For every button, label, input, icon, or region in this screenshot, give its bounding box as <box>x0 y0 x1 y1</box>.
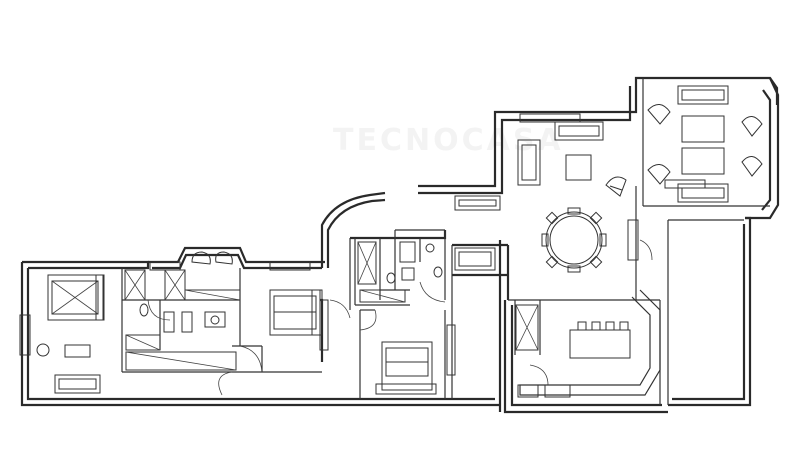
sofa <box>677 85 729 105</box>
living-room <box>454 121 627 273</box>
doors <box>147 239 653 396</box>
sofa <box>554 121 604 141</box>
double-bed <box>47 274 104 321</box>
round-dining-table <box>545 211 603 269</box>
toilet <box>139 303 149 317</box>
kitchen <box>515 304 631 398</box>
kitchen-island <box>569 329 631 359</box>
dresser <box>54 374 101 394</box>
coffee-table <box>681 147 725 175</box>
sofa <box>677 183 729 203</box>
salon-bay <box>647 85 763 203</box>
wardrobe <box>124 269 146 301</box>
coffee-table <box>681 115 725 143</box>
coffee-table <box>565 154 592 181</box>
bathrooms-central <box>357 241 443 303</box>
bedroom-west <box>36 274 105 394</box>
exterior-walls <box>20 76 780 414</box>
desk <box>64 344 91 358</box>
bedroom-central <box>269 289 323 336</box>
washbasin <box>36 343 50 357</box>
bathrooms-west <box>124 269 241 371</box>
entrance-bay <box>191 251 233 265</box>
bedroom-east <box>375 247 496 395</box>
sofa <box>517 139 541 186</box>
double-bed <box>381 341 433 391</box>
double-bed <box>269 289 321 336</box>
windows <box>19 113 706 376</box>
